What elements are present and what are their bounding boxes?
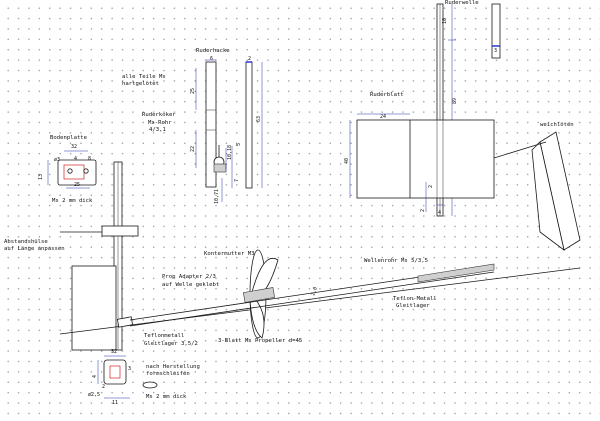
ruderhacke-label: Ruderhacke	[196, 48, 230, 54]
dim-6: 6	[210, 56, 213, 62]
abstandshuelse-label-2: auf Länge anpassen	[4, 246, 65, 252]
dim-5: 5	[236, 143, 242, 146]
ms2-top-label: Ms 2 mm dick	[52, 198, 93, 204]
teflon-right-label-2: Gleitlager	[396, 303, 430, 309]
wellenrohr-label: Wellenrohr Ms 5/3,5	[364, 258, 428, 264]
teflon-right-label-1: Teflon-Metall	[393, 296, 437, 302]
ruder-assembly	[59, 161, 581, 351]
dim-4-a: 4	[74, 156, 77, 162]
ruderblatt-label: Ruderblatt	[370, 92, 404, 98]
dim-8: 8	[88, 156, 91, 162]
dim-2-hacke: 2	[248, 56, 251, 62]
weichloeten-part	[493, 131, 581, 251]
prop-adapter-label-2: auf Welle geklebt	[162, 282, 219, 288]
dim-2-c: 2	[102, 384, 105, 390]
alle-teile-label-1: alle Teile Ms	[122, 74, 166, 80]
angle-label: 2,0	[310, 286, 319, 297]
dim-89: 89	[452, 98, 458, 104]
dim-40: 40	[344, 158, 350, 164]
ruderkoker-label: Ruderkoker	[142, 112, 176, 118]
dim-phi3: ø3	[54, 157, 60, 163]
bodenplatte-part	[47, 150, 97, 189]
dim-4-c: 4	[92, 375, 98, 378]
dim-25: 25	[190, 88, 196, 94]
dim-13: 13	[38, 174, 44, 180]
ms2-bottom-label: Ms 2 mm dick	[146, 394, 187, 400]
dim-10: 10	[442, 18, 448, 24]
dim-3-c: 3	[128, 366, 131, 372]
dim-phi2-5: ø2,5	[88, 392, 100, 398]
weichloeten-label: weichlöten	[540, 122, 574, 128]
propeller-part	[116, 249, 495, 339]
ms-rohr-size-label: 4/3,1	[149, 127, 166, 133]
kontermutter-label: Kontermutter M3	[204, 251, 255, 257]
bodenplatte-label: Bodenplatte	[50, 135, 88, 141]
dim-4-b: 4	[438, 210, 441, 216]
teflon-left-label-1: Teflonmetall	[144, 333, 184, 339]
dim-10-71: 10,71	[214, 189, 220, 204]
dim-2-a: 2	[428, 185, 434, 188]
dim-22: 22	[190, 146, 196, 152]
prop-adapter-label-1: Prop Adapter 2/3	[162, 274, 216, 280]
dim-3-top: 3	[494, 48, 497, 54]
nach-herstellung-label-1: nach Herstellung	[146, 364, 200, 370]
dim-63: 63	[256, 116, 262, 122]
ruderblatt-part	[349, 113, 495, 212]
dim-2-b: 2	[420, 209, 426, 212]
ruderhacke-part	[195, 59, 263, 202]
small-plate-part	[97, 355, 158, 399]
ruderwelle-label: Ruderwelle	[445, 0, 479, 6]
dim-32-bottom: 32	[111, 349, 117, 355]
dim-7: 7	[234, 179, 240, 182]
dim-25-b: 25	[74, 182, 80, 188]
abstandshuelse-label-1: Abstandshülse	[4, 239, 48, 245]
teflon-left-label-2: Gleitlager 3,5/2	[144, 341, 198, 347]
ms-rohr-label: Ms-Rohr	[148, 120, 172, 126]
dim-10-18: 10,18	[227, 145, 233, 160]
dim-11: 11	[112, 400, 118, 406]
propeller-label: 3-Blatt Ms Propeller d=45	[218, 338, 302, 344]
alle-teile-label-2: hartgelötet	[122, 81, 159, 87]
dim-24: 24	[380, 114, 386, 120]
nach-herstellung-label-2: formschleifen	[146, 371, 190, 377]
dim-32-top: 32	[71, 144, 77, 150]
